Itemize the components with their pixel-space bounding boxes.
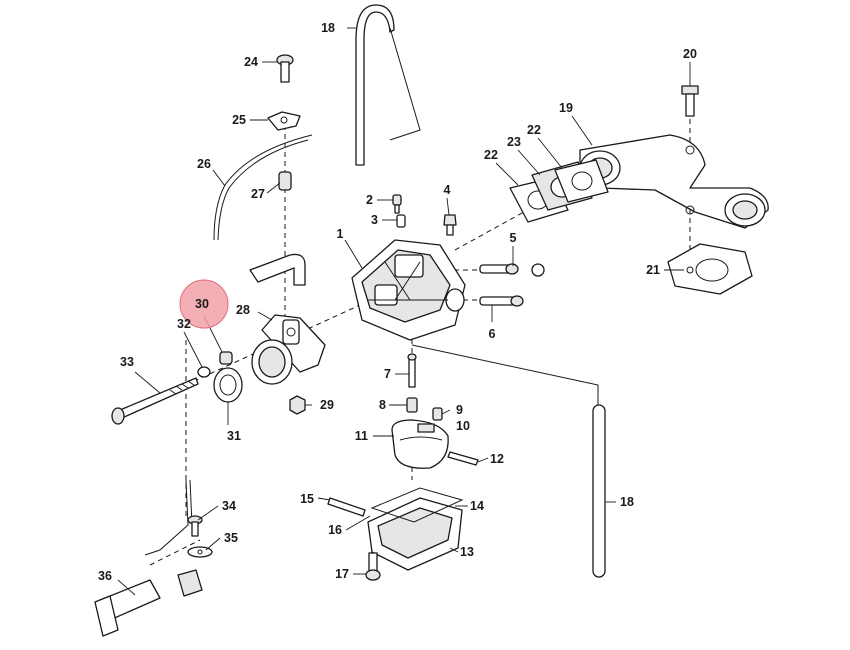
callout-29[interactable]: 29: [320, 398, 334, 412]
fuel-hose-right[interactable]: [411, 344, 606, 578]
callout-20[interactable]: 20: [683, 47, 697, 61]
callout-17[interactable]: 17: [335, 567, 349, 581]
callout-23[interactable]: 23: [507, 135, 521, 149]
needle-7[interactable]: [407, 353, 417, 388]
spacer-30[interactable]: [219, 351, 233, 365]
intake-manifold-19[interactable]: [579, 134, 769, 229]
carburetor-body-1[interactable]: [351, 239, 466, 341]
cable-26[interactable]: [213, 134, 313, 241]
callout-32[interactable]: 32: [177, 317, 191, 331]
seat-8[interactable]: [406, 397, 418, 413]
plate-25[interactable]: [267, 111, 301, 131]
gasket-22-right[interactable]: [554, 159, 609, 203]
callout-6[interactable]: 6: [489, 327, 496, 341]
choke-knob-36[interactable]: [94, 569, 203, 637]
throttle-body-28[interactable]: [251, 314, 326, 385]
fuel-hose-top[interactable]: [355, 4, 421, 166]
callout-28[interactable]: 28: [236, 303, 250, 317]
float-11[interactable]: [391, 419, 449, 469]
screw-15[interactable]: [327, 497, 366, 517]
callout-5[interactable]: 5: [510, 231, 517, 245]
callout-31[interactable]: 31: [227, 429, 241, 443]
callout-18-right[interactable]: 18: [620, 495, 634, 509]
screw-2[interactable]: [392, 194, 402, 214]
callout-35[interactable]: 35: [224, 531, 238, 545]
callout-22-right[interactable]: 22: [527, 123, 541, 137]
callout-27[interactable]: 27: [251, 187, 265, 201]
callout-3[interactable]: 3: [371, 213, 378, 227]
callout-14[interactable]: 14: [470, 499, 484, 513]
pin-9-10[interactable]: [432, 407, 443, 421]
mixture-screw-6[interactable]: [479, 295, 524, 307]
bolt-20[interactable]: [681, 85, 699, 117]
gasket-21[interactable]: [667, 243, 753, 295]
callout-labels: 18 24 25 26 27 28 29 30 31 32 33 34 35 3…: [98, 21, 697, 583]
gasket-31[interactable]: [213, 367, 243, 403]
collar-27[interactable]: [278, 171, 292, 191]
float-bowl-13[interactable]: [367, 497, 463, 571]
callout-13[interactable]: 13: [460, 545, 474, 559]
callout-12[interactable]: 12: [490, 452, 504, 466]
jet-3[interactable]: [396, 214, 406, 228]
callout-8[interactable]: 8: [379, 398, 386, 412]
callout-15[interactable]: 15: [300, 492, 314, 506]
callout-2[interactable]: 2: [366, 193, 373, 207]
callout-34[interactable]: 34: [222, 499, 236, 513]
callout-33[interactable]: 33: [120, 355, 134, 369]
elbow-hose[interactable]: [249, 253, 306, 286]
highlight-marker-30[interactable]: [179, 279, 229, 329]
callout-26[interactable]: 26: [197, 157, 211, 171]
gasket-14[interactable]: [370, 487, 464, 523]
screw-4[interactable]: [443, 214, 457, 236]
callout-21[interactable]: 21: [646, 263, 660, 277]
callout-4[interactable]: 4: [444, 183, 451, 197]
callout-25[interactable]: 25: [232, 113, 246, 127]
mixture-screw-5[interactable]: [479, 263, 545, 277]
callout-19[interactable]: 19: [559, 101, 573, 115]
callout-9[interactable]: 9: [456, 403, 463, 417]
callout-1[interactable]: 1: [337, 227, 344, 241]
bolt-33[interactable]: [111, 377, 199, 425]
callout-36[interactable]: 36: [98, 569, 112, 583]
leader-lines: [117, 27, 691, 596]
washer-32[interactable]: [197, 366, 211, 378]
callout-11[interactable]: 11: [355, 429, 368, 443]
screw-24[interactable]: [276, 54, 294, 83]
callout-24[interactable]: 24: [244, 55, 258, 69]
callout-16[interactable]: 16: [328, 523, 342, 537]
callout-10[interactable]: 10: [456, 419, 470, 433]
callout-7[interactable]: 7: [384, 367, 391, 381]
nut-29[interactable]: [289, 395, 306, 415]
callout-18-top[interactable]: 18: [321, 21, 335, 35]
pin-12[interactable]: [447, 451, 479, 466]
callout-22-left[interactable]: 22: [484, 148, 498, 162]
screw-34[interactable]: [187, 515, 203, 537]
callout-30[interactable]: 30: [195, 297, 209, 311]
screw-17[interactable]: [365, 552, 381, 581]
choke-rod[interactable]: [144, 479, 193, 556]
